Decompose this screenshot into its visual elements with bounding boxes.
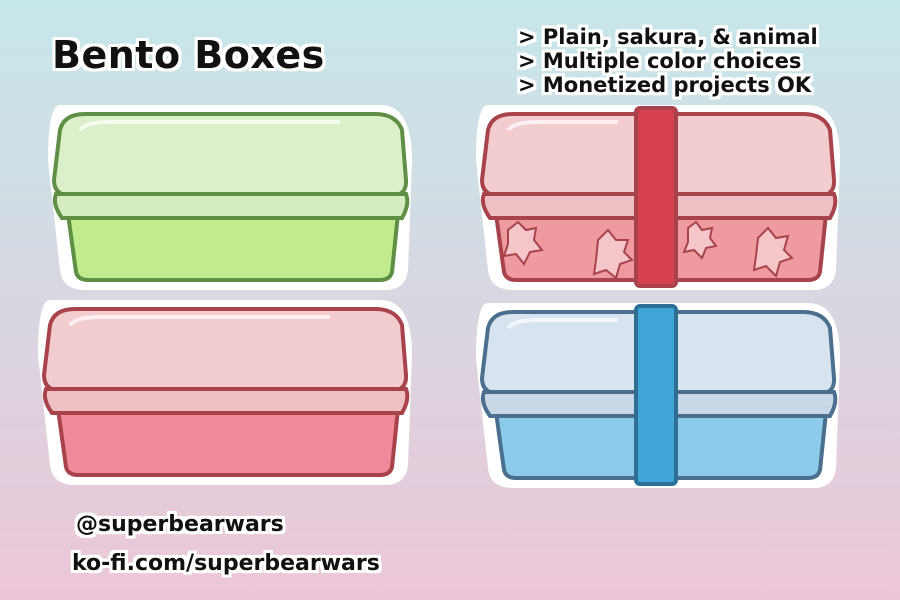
feature-item: > Monetized projects OK xyxy=(518,73,812,97)
bento-box-pink-plain xyxy=(38,300,412,485)
bento-box-green-plain xyxy=(48,105,412,290)
feature-item: > Multiple color choices xyxy=(518,49,802,73)
feature-item: > Plain, sakura, & animal xyxy=(518,25,818,49)
kofi-link[interactable]: ko-fi.com/superbearwars xyxy=(72,551,380,576)
bento-box-blue-banded xyxy=(476,303,840,488)
bento-box-pink-sakura xyxy=(476,105,840,290)
page-title: Bento Boxes xyxy=(52,33,325,77)
social-handle: @superbearwars xyxy=(76,512,284,537)
feature-list: > Plain, sakura, & animal > Multiple col… xyxy=(518,25,818,97)
